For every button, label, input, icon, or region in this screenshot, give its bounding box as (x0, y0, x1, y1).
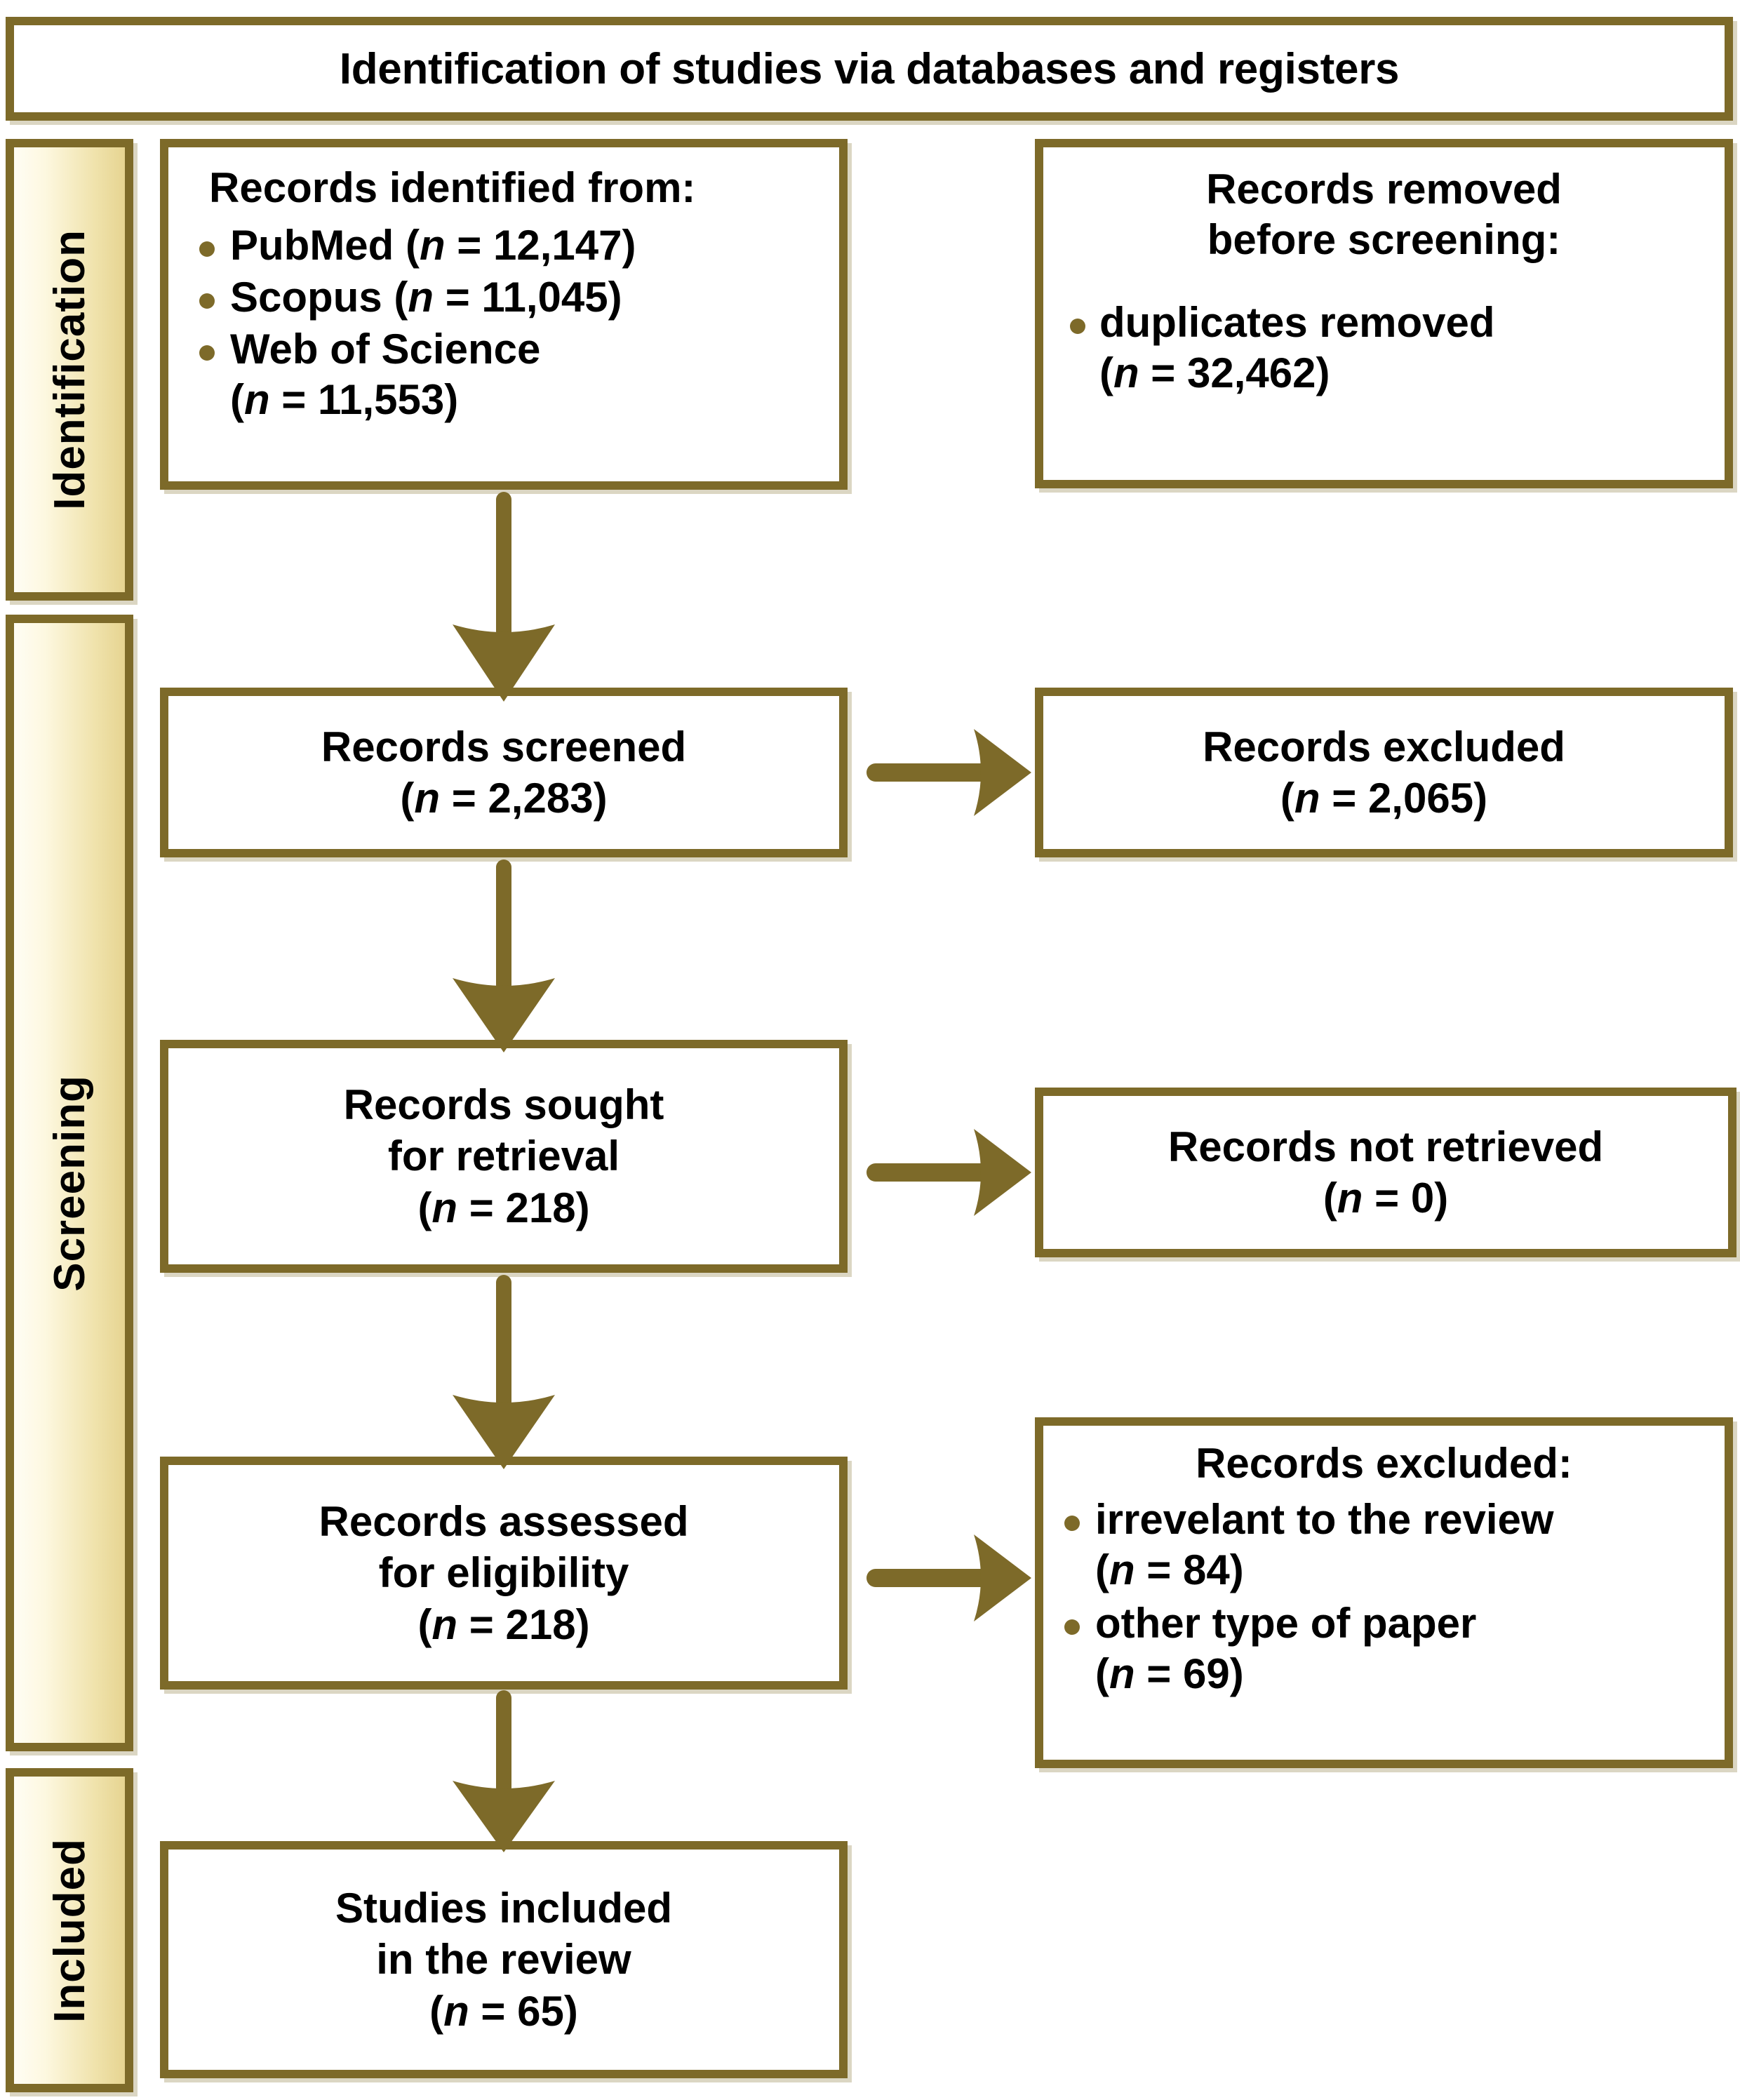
page-title: Identification of studies via databases … (339, 44, 1400, 93)
stage-bar-included: Included (6, 1768, 133, 2092)
box-records-removed: Records removed before screening: duplic… (1035, 139, 1733, 488)
arrow-assessed-to-excluded (866, 1534, 1031, 1621)
box-count: (n = 218) (417, 1600, 590, 1648)
box-count: (n = 2,065) (1280, 775, 1488, 822)
box-line1: Records not retrieved (1167, 1123, 1604, 1170)
box-count: (n = 218) (417, 1184, 590, 1231)
source-list: PubMed (n = 12,147) Scopus (n = 11,045) … (184, 220, 825, 427)
removed-count: (n = 32,462) (1099, 349, 1330, 396)
box-count: (n = 2,283) (400, 775, 608, 822)
box-count: (n = 65) (429, 1987, 578, 2035)
source-name: Web of Science (230, 326, 541, 373)
arrow-screened-to-excluded (866, 729, 1031, 816)
removed-label: duplicates removed (1099, 299, 1495, 346)
box-records-excluded-screening: Records excluded (n = 2,065) (1035, 688, 1733, 857)
source-name: Scopus (230, 274, 382, 321)
reason-label: other type of paper (1095, 1600, 1477, 1647)
box-line1: Records sought (343, 1081, 664, 1129)
box-line2: for eligibility (378, 1549, 629, 1597)
reason-count: (n = 69) (1095, 1650, 1244, 1697)
arrow-assessed-to-included (453, 1690, 555, 1852)
exclusion-reason-list: irrevelant to the review(n = 84) other t… (1053, 1494, 1715, 1702)
box-line2: in the review (376, 1936, 631, 1984)
source-count: (n = 11,045) (394, 274, 622, 321)
list-item: Web of Science(n = 11,553) (184, 324, 825, 425)
box-count: (n = 0) (1323, 1175, 1449, 1222)
box-line1: Records assessed (319, 1498, 689, 1546)
removed-list: duplicates removed(n = 32,462) (1055, 297, 1713, 400)
box-records-screened: Records screened (n = 2,283) (160, 688, 848, 857)
list-item: irrevelant to the review(n = 84) (1053, 1494, 1715, 1596)
box-records-assessed: Records assessed for eligibility (n = 21… (160, 1457, 848, 1690)
box-line1: Records screened (321, 723, 687, 770)
list-item: PubMed (n = 12,147) (184, 220, 825, 271)
box-records-sought: Records sought for retrieval (n = 218) (160, 1040, 848, 1273)
box-records-excluded-eligibility: Records excluded: irrevelant to the revi… (1035, 1417, 1733, 1768)
box-line1: Studies included (335, 1885, 673, 1932)
arrow-sought-to-assessed (453, 1275, 555, 1469)
reason-label: irrevelant to the review (1095, 1496, 1554, 1543)
arrow-sought-to-not-retrieved (866, 1129, 1031, 1216)
source-name: PubMed (230, 222, 394, 269)
box-studies-included: Studies included in the review (n = 65) (160, 1841, 848, 2078)
box-heading-line2: before screening: (1207, 216, 1561, 263)
box-records-not-retrieved: Records not retrieved (n = 0) (1035, 1088, 1736, 1257)
box-heading: Records excluded: (1196, 1440, 1572, 1487)
reason-count: (n = 84) (1095, 1546, 1244, 1593)
box-heading-line1: Records removed (1206, 166, 1562, 213)
stage-bar-screening: Screening (6, 615, 133, 1751)
list-item: Scopus (n = 11,045) (184, 272, 825, 323)
source-count: (n = 12,147) (406, 222, 636, 269)
box-line2: for retrieval (387, 1132, 620, 1180)
list-item: other type of paper(n = 69) (1053, 1598, 1715, 1699)
source-count: (n = 11,553) (230, 376, 459, 423)
box-line1: Records excluded (1203, 723, 1565, 770)
box-records-identified: Records identified from: PubMed (n = 12,… (160, 139, 848, 490)
stage-bar-identification: Identification (6, 139, 133, 601)
arrow-screened-to-sought (453, 860, 555, 1052)
list-item: duplicates removed(n = 32,462) (1055, 297, 1713, 399)
arrow-identified-to-screened (453, 492, 555, 702)
box-heading: Records identified from: (209, 164, 696, 211)
diagram-title-box: Identification of studies via databases … (6, 17, 1733, 121)
